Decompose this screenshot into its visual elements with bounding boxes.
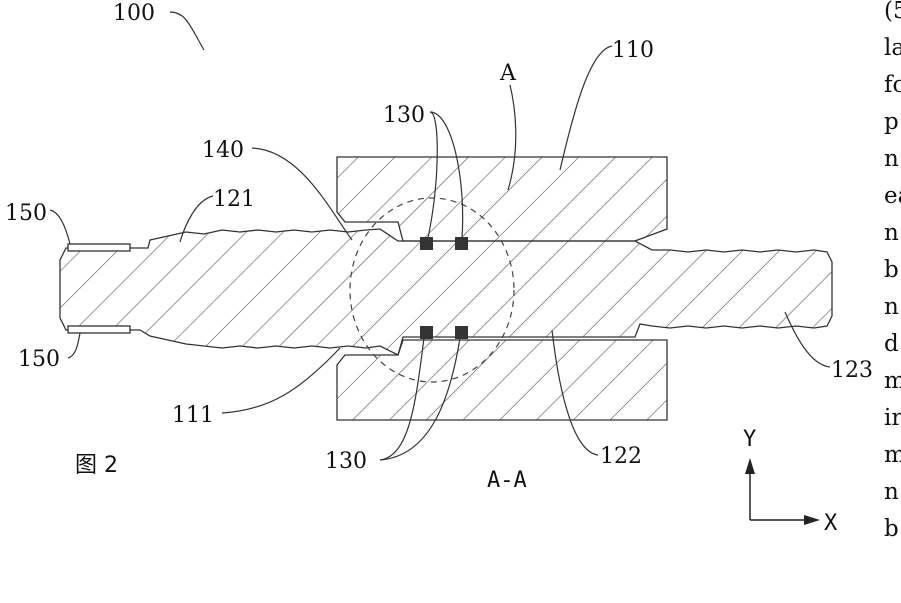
- side-text-line: n: [884, 479, 899, 505]
- sleeve-top: [68, 244, 130, 251]
- y-axis-arrow: [745, 458, 755, 474]
- side-text-line: ea: [884, 183, 901, 209]
- seal-ring: [420, 237, 433, 250]
- side-text-line: (5: [884, 0, 901, 24]
- side-text-line: p: [884, 109, 899, 135]
- label-121: 121: [213, 187, 255, 212]
- side-text-line: m: [884, 368, 901, 394]
- side-text-line: la: [884, 35, 901, 61]
- seal-ring: [455, 326, 468, 339]
- section-label: A-A: [487, 468, 527, 493]
- outer-member-lower-block: [337, 340, 667, 420]
- side-text-line: m: [884, 442, 901, 468]
- side-text-line: n: [884, 146, 899, 172]
- side-text-line: fo: [884, 72, 901, 98]
- side-text-line: ir: [884, 405, 901, 431]
- label-150-top: 150: [5, 201, 47, 226]
- label-150-bottom: 150: [18, 347, 60, 372]
- x-axis-label: X: [824, 511, 838, 536]
- side-text-line: d: [884, 331, 899, 357]
- side-text-line: b: [884, 516, 899, 542]
- label-130-bottom: 130: [325, 449, 367, 474]
- coordinate-axes: Y X: [743, 427, 838, 536]
- sleeve-bottom: [68, 326, 130, 333]
- side-text-line: n: [884, 220, 899, 246]
- cropped-side-text: (5 la fo p n ea n b n d m ir m n b: [884, 0, 901, 542]
- seal-ring: [455, 237, 468, 250]
- seal-ring: [420, 326, 433, 339]
- x-axis-arrow: [804, 515, 820, 525]
- leader-100: [170, 12, 204, 50]
- side-text-line: n: [884, 294, 899, 320]
- label-140: 140: [202, 138, 244, 163]
- label-111: 111: [172, 403, 214, 428]
- label-122: 122: [600, 444, 642, 469]
- leader-150-bottom: [68, 333, 80, 358]
- leader-110: [560, 46, 612, 170]
- y-axis-label: Y: [743, 427, 756, 452]
- threaded-shaft: [60, 229, 832, 355]
- leader-150-top: [50, 210, 70, 244]
- label-130-top: 130: [383, 103, 425, 128]
- label-100: 100: [113, 1, 155, 26]
- figure-caption: 图 2: [75, 453, 118, 478]
- label-123: 123: [831, 358, 873, 383]
- label-a: A: [499, 61, 517, 86]
- label-110: 110: [612, 38, 654, 63]
- outer-member-upper-block: [337, 157, 667, 241]
- side-text-line: b: [884, 257, 899, 283]
- leader-111: [222, 348, 340, 413]
